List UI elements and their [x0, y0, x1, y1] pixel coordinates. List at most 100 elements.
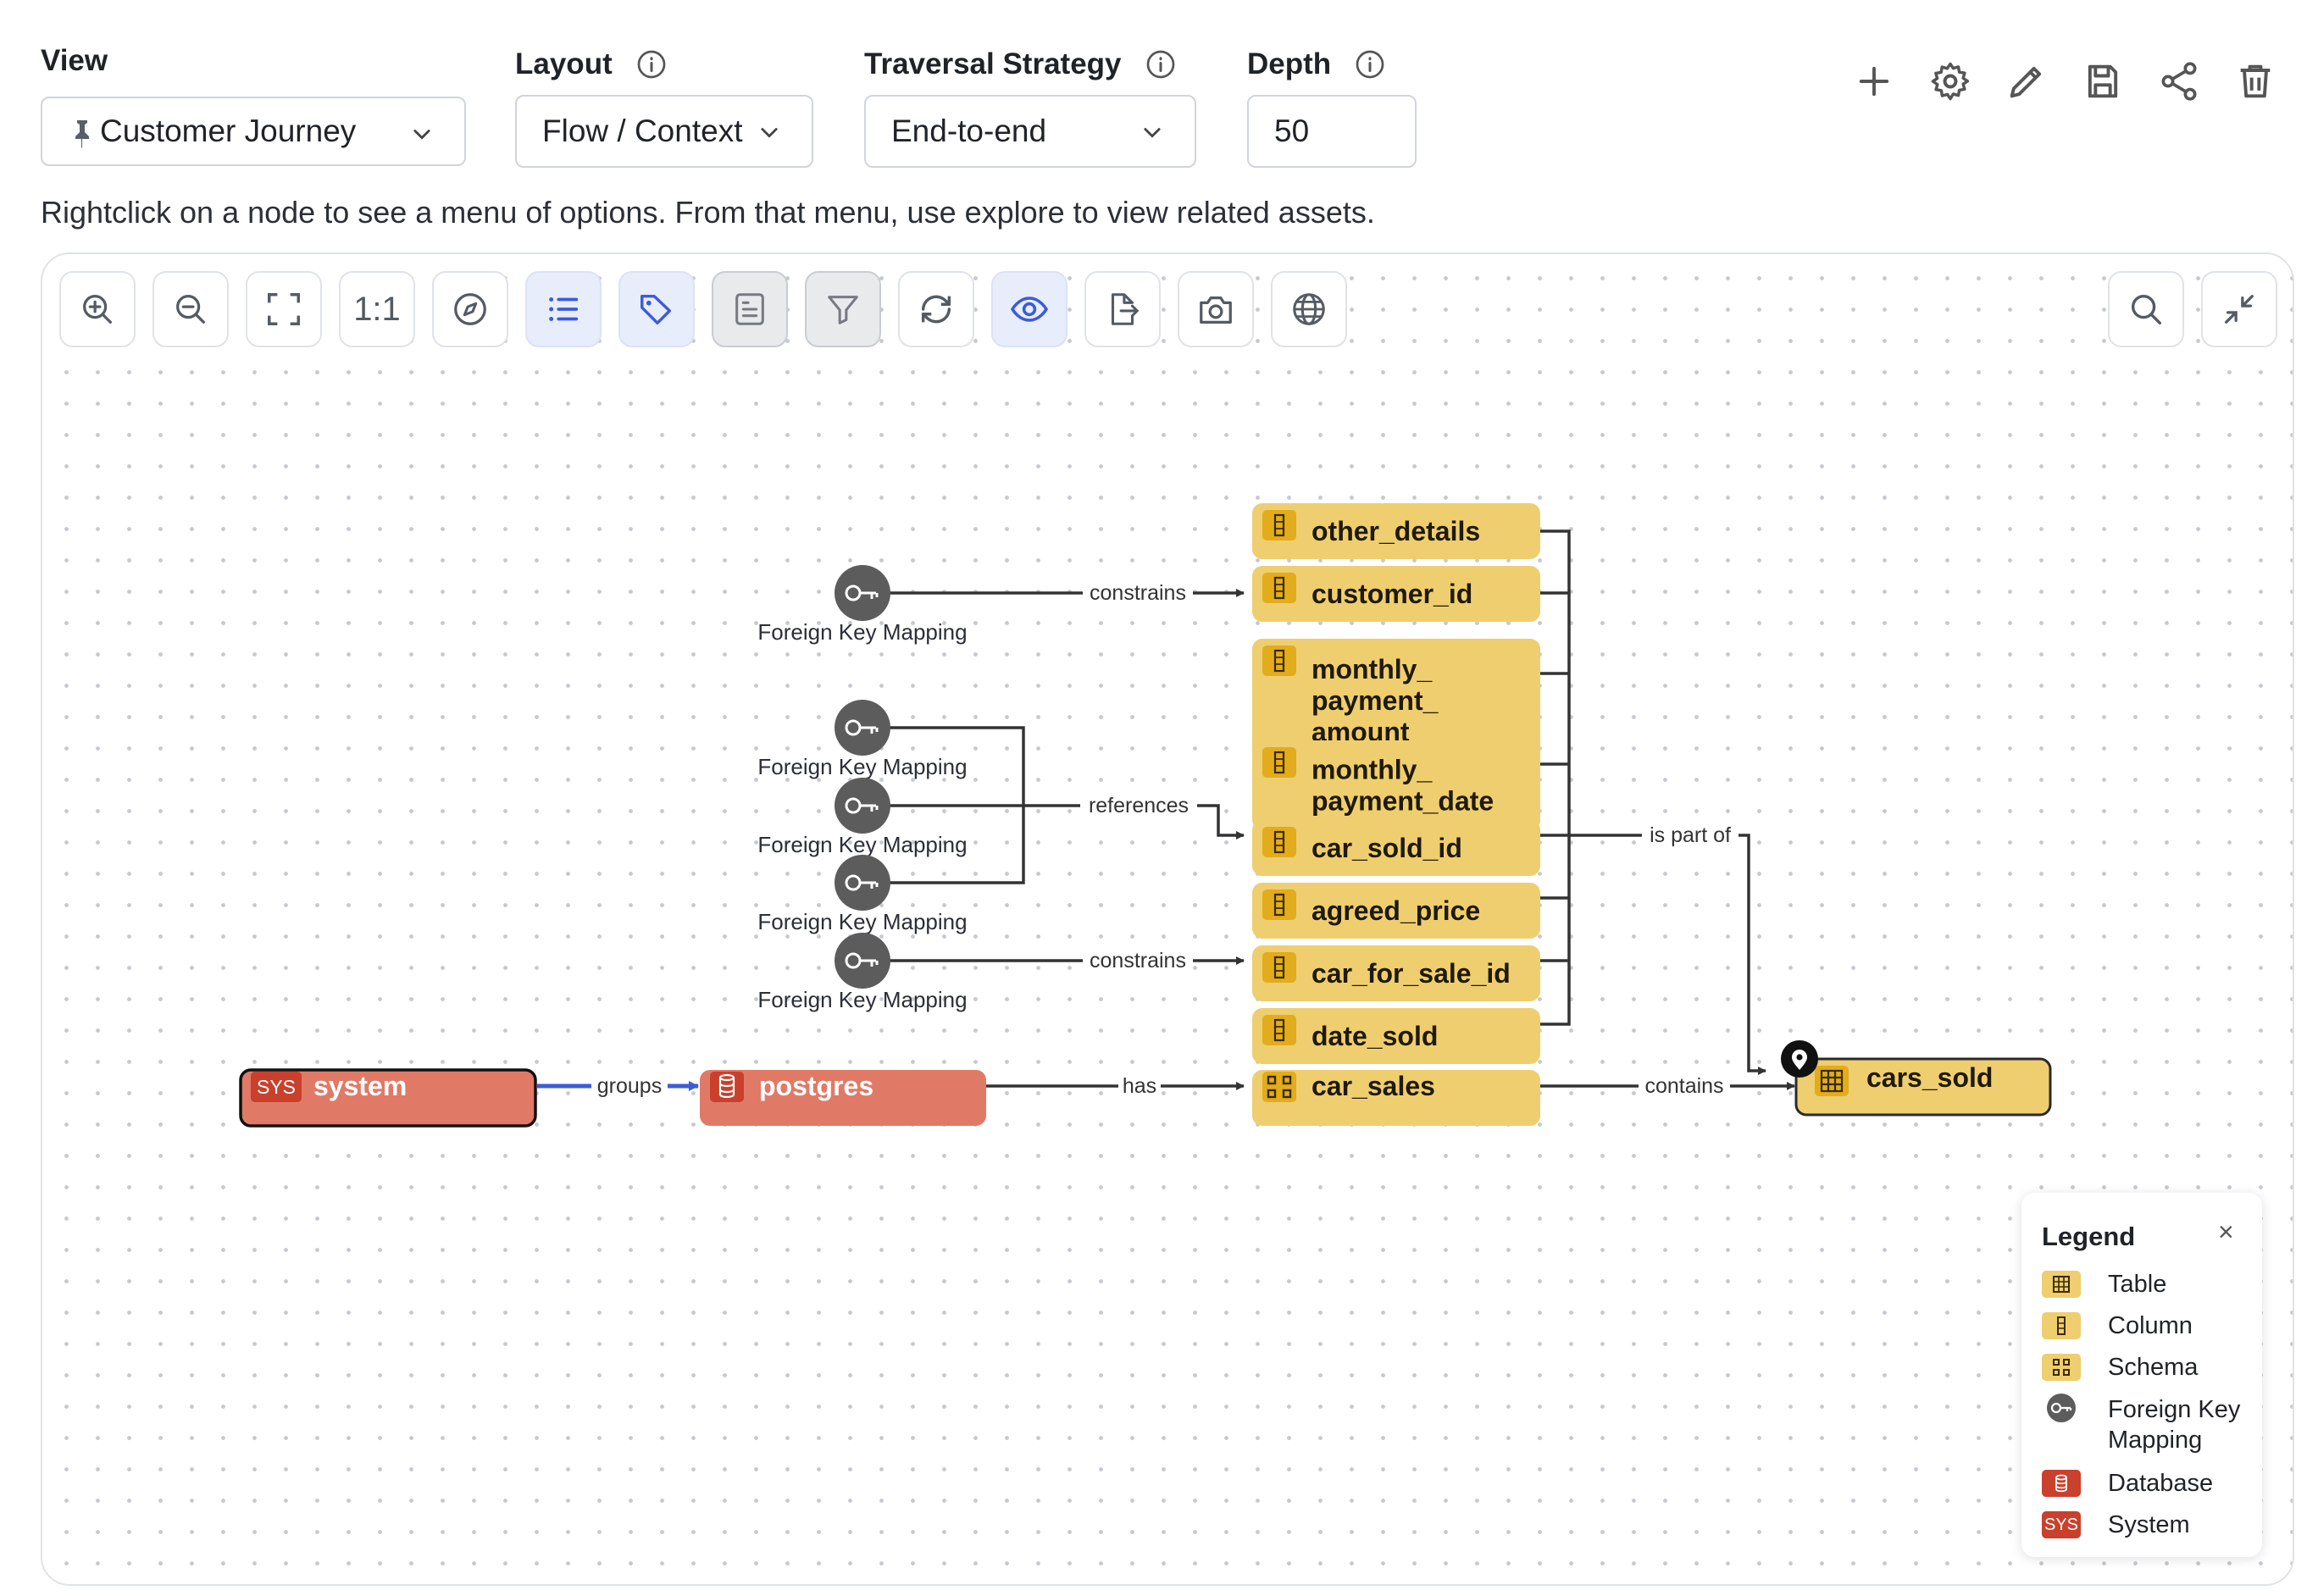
key-icon: [845, 952, 879, 969]
search-button[interactable]: [2108, 271, 2184, 347]
trash-icon[interactable]: [2233, 59, 2277, 103]
schema-icon: [2042, 1354, 2081, 1381]
column-node-label: customer_id: [1312, 579, 1472, 609]
table-icon: [1815, 1066, 1849, 1096]
details-button[interactable]: [712, 271, 788, 347]
traversal-select[interactable]: End-to-end: [864, 95, 1196, 168]
info-icon[interactable]: [636, 49, 667, 80]
view-select[interactable]: Customer Journey: [41, 97, 466, 166]
visibility-button[interactable]: [991, 271, 1068, 347]
foreign-key-node[interactable]: Foreign Key Mapping: [757, 778, 968, 857]
layout-select-value: Flow / Context: [542, 114, 743, 148]
legend-item-system: SYS System: [2042, 1511, 2190, 1539]
column-node[interactable]: agreed_price: [1252, 883, 1540, 939]
refresh-button[interactable]: [898, 271, 974, 347]
edge-label-has: has: [1123, 1074, 1156, 1098]
actual-size-label: 1:1: [353, 290, 401, 328]
foreign-key-node[interactable]: Foreign Key Mapping: [757, 933, 968, 1012]
key-icon: [845, 585, 879, 601]
table-node[interactable]: cars_sold: [1781, 1040, 2052, 1117]
filter-button[interactable]: [805, 271, 881, 347]
view-label: View: [41, 44, 108, 77]
legend-close-button[interactable]: ×: [2218, 1216, 2234, 1247]
graph-canvas[interactable]: 1:1: [41, 252, 2294, 1586]
navigator-button[interactable]: [432, 271, 508, 347]
actual-size-button[interactable]: 1:1: [339, 271, 415, 347]
system-badge: [251, 1072, 302, 1102]
column-node-label: payment_date: [1312, 786, 1494, 817]
chevron-down-icon: [1144, 128, 1161, 138]
tag-icon: [640, 294, 672, 325]
foreign-key-label: Foreign Key Mapping: [757, 832, 967, 857]
column-node[interactable]: car_for_sale_id: [1252, 945, 1540, 1001]
depth-input-value: 50: [1274, 114, 1310, 148]
column-node-label: monthly_: [1312, 654, 1433, 684]
eye-icon: [1010, 296, 1049, 322]
column-icon: [2042, 1312, 2081, 1339]
edge-label-references: references: [1089, 794, 1189, 817]
chevron-down-icon: [413, 130, 430, 140]
layout-select[interactable]: Flow / Context: [515, 95, 813, 168]
chevron-down-icon: [761, 128, 778, 138]
foreign-key-node[interactable]: Foreign Key Mapping: [757, 855, 968, 934]
column-icon: [1262, 573, 1296, 603]
system-node-label: system: [313, 1071, 407, 1101]
layout-label: Layout: [515, 47, 667, 81]
column-node[interactable]: customer_id: [1252, 566, 1540, 622]
legend-panel: Legend × Table Column Schema Foreign Key…: [2021, 1193, 2262, 1557]
traversal-select-value: End-to-end: [891, 114, 1047, 148]
column-node[interactable]: other_details: [1252, 503, 1540, 559]
schema-icon: [1262, 1072, 1296, 1102]
list-button[interactable]: [525, 271, 602, 347]
column-node-label: date_sold: [1312, 1021, 1438, 1051]
table-node-label: cars_sold: [1866, 1062, 1993, 1093]
column-node-label: other_details: [1312, 516, 1480, 546]
legend-item-database: Database: [2042, 1470, 2213, 1498]
screenshot-button[interactable]: [1178, 271, 1254, 347]
edge-label-groups: groups: [597, 1074, 662, 1098]
info-icon[interactable]: [1145, 49, 1176, 80]
plus-icon[interactable]: [1852, 59, 1896, 103]
column-node[interactable]: monthly_payment_date: [1252, 740, 1540, 830]
system-node[interactable]: SYS system: [239, 1068, 537, 1128]
list-icon: [549, 297, 579, 321]
save-icon[interactable]: [2081, 59, 2125, 103]
column-node-label: payment_: [1312, 685, 1439, 716]
edge-label-is-part-of: is part of: [1650, 823, 1731, 847]
column-node-label: car_sold_id: [1312, 833, 1462, 863]
database-node-label: postgres: [759, 1071, 873, 1101]
database-node[interactable]: postgres: [700, 1070, 986, 1126]
system-badge: SYS: [2042, 1511, 2081, 1538]
column-node[interactable]: date_sold: [1252, 1008, 1540, 1064]
depth-input[interactable]: 50: [1247, 95, 1417, 168]
edge-references: [862, 804, 1245, 840]
collapse-button[interactable]: [2201, 271, 2277, 347]
foreign-key-label: Foreign Key Mapping: [757, 987, 967, 1012]
column-icon: [1262, 952, 1296, 983]
fit-screen-button[interactable]: [246, 271, 322, 347]
globe-icon: [1293, 293, 1325, 325]
table-icon: [2042, 1271, 2081, 1298]
column-icon: [1262, 747, 1296, 778]
pencil-icon[interactable]: [2005, 59, 2049, 103]
info-icon[interactable]: [1355, 49, 1385, 80]
gear-icon[interactable]: [1928, 59, 1972, 103]
zoom-out-button[interactable]: [152, 271, 229, 347]
globe-button[interactable]: [1271, 271, 1347, 347]
column-node[interactable]: car_sold_id: [1252, 820, 1540, 876]
key-icon: [845, 719, 879, 736]
share-icon[interactable]: [2157, 59, 2201, 103]
zoom-in-button[interactable]: [59, 271, 136, 347]
foreign-key-label: Foreign Key Mapping: [757, 754, 967, 779]
lineage-graph: constrains references constrains is part…: [239, 503, 2052, 1128]
tag-button[interactable]: [618, 271, 695, 347]
schema-node[interactable]: car_sales: [1252, 1070, 1540, 1126]
foreign-key-node[interactable]: Foreign Key Mapping: [757, 700, 968, 779]
legend-title: Legend: [2042, 1222, 2136, 1251]
view-select-value: Customer Journey: [100, 114, 357, 148]
legend-item-schema: Schema: [2042, 1354, 2198, 1382]
collapse-icon: [2225, 295, 2254, 324]
legend-item-foreign-key-mapping: Foreign Key Mapping: [2042, 1394, 2260, 1455]
export-button[interactable]: [1084, 271, 1161, 347]
foreign-key-node[interactable]: Foreign Key Mapping: [757, 565, 968, 645]
